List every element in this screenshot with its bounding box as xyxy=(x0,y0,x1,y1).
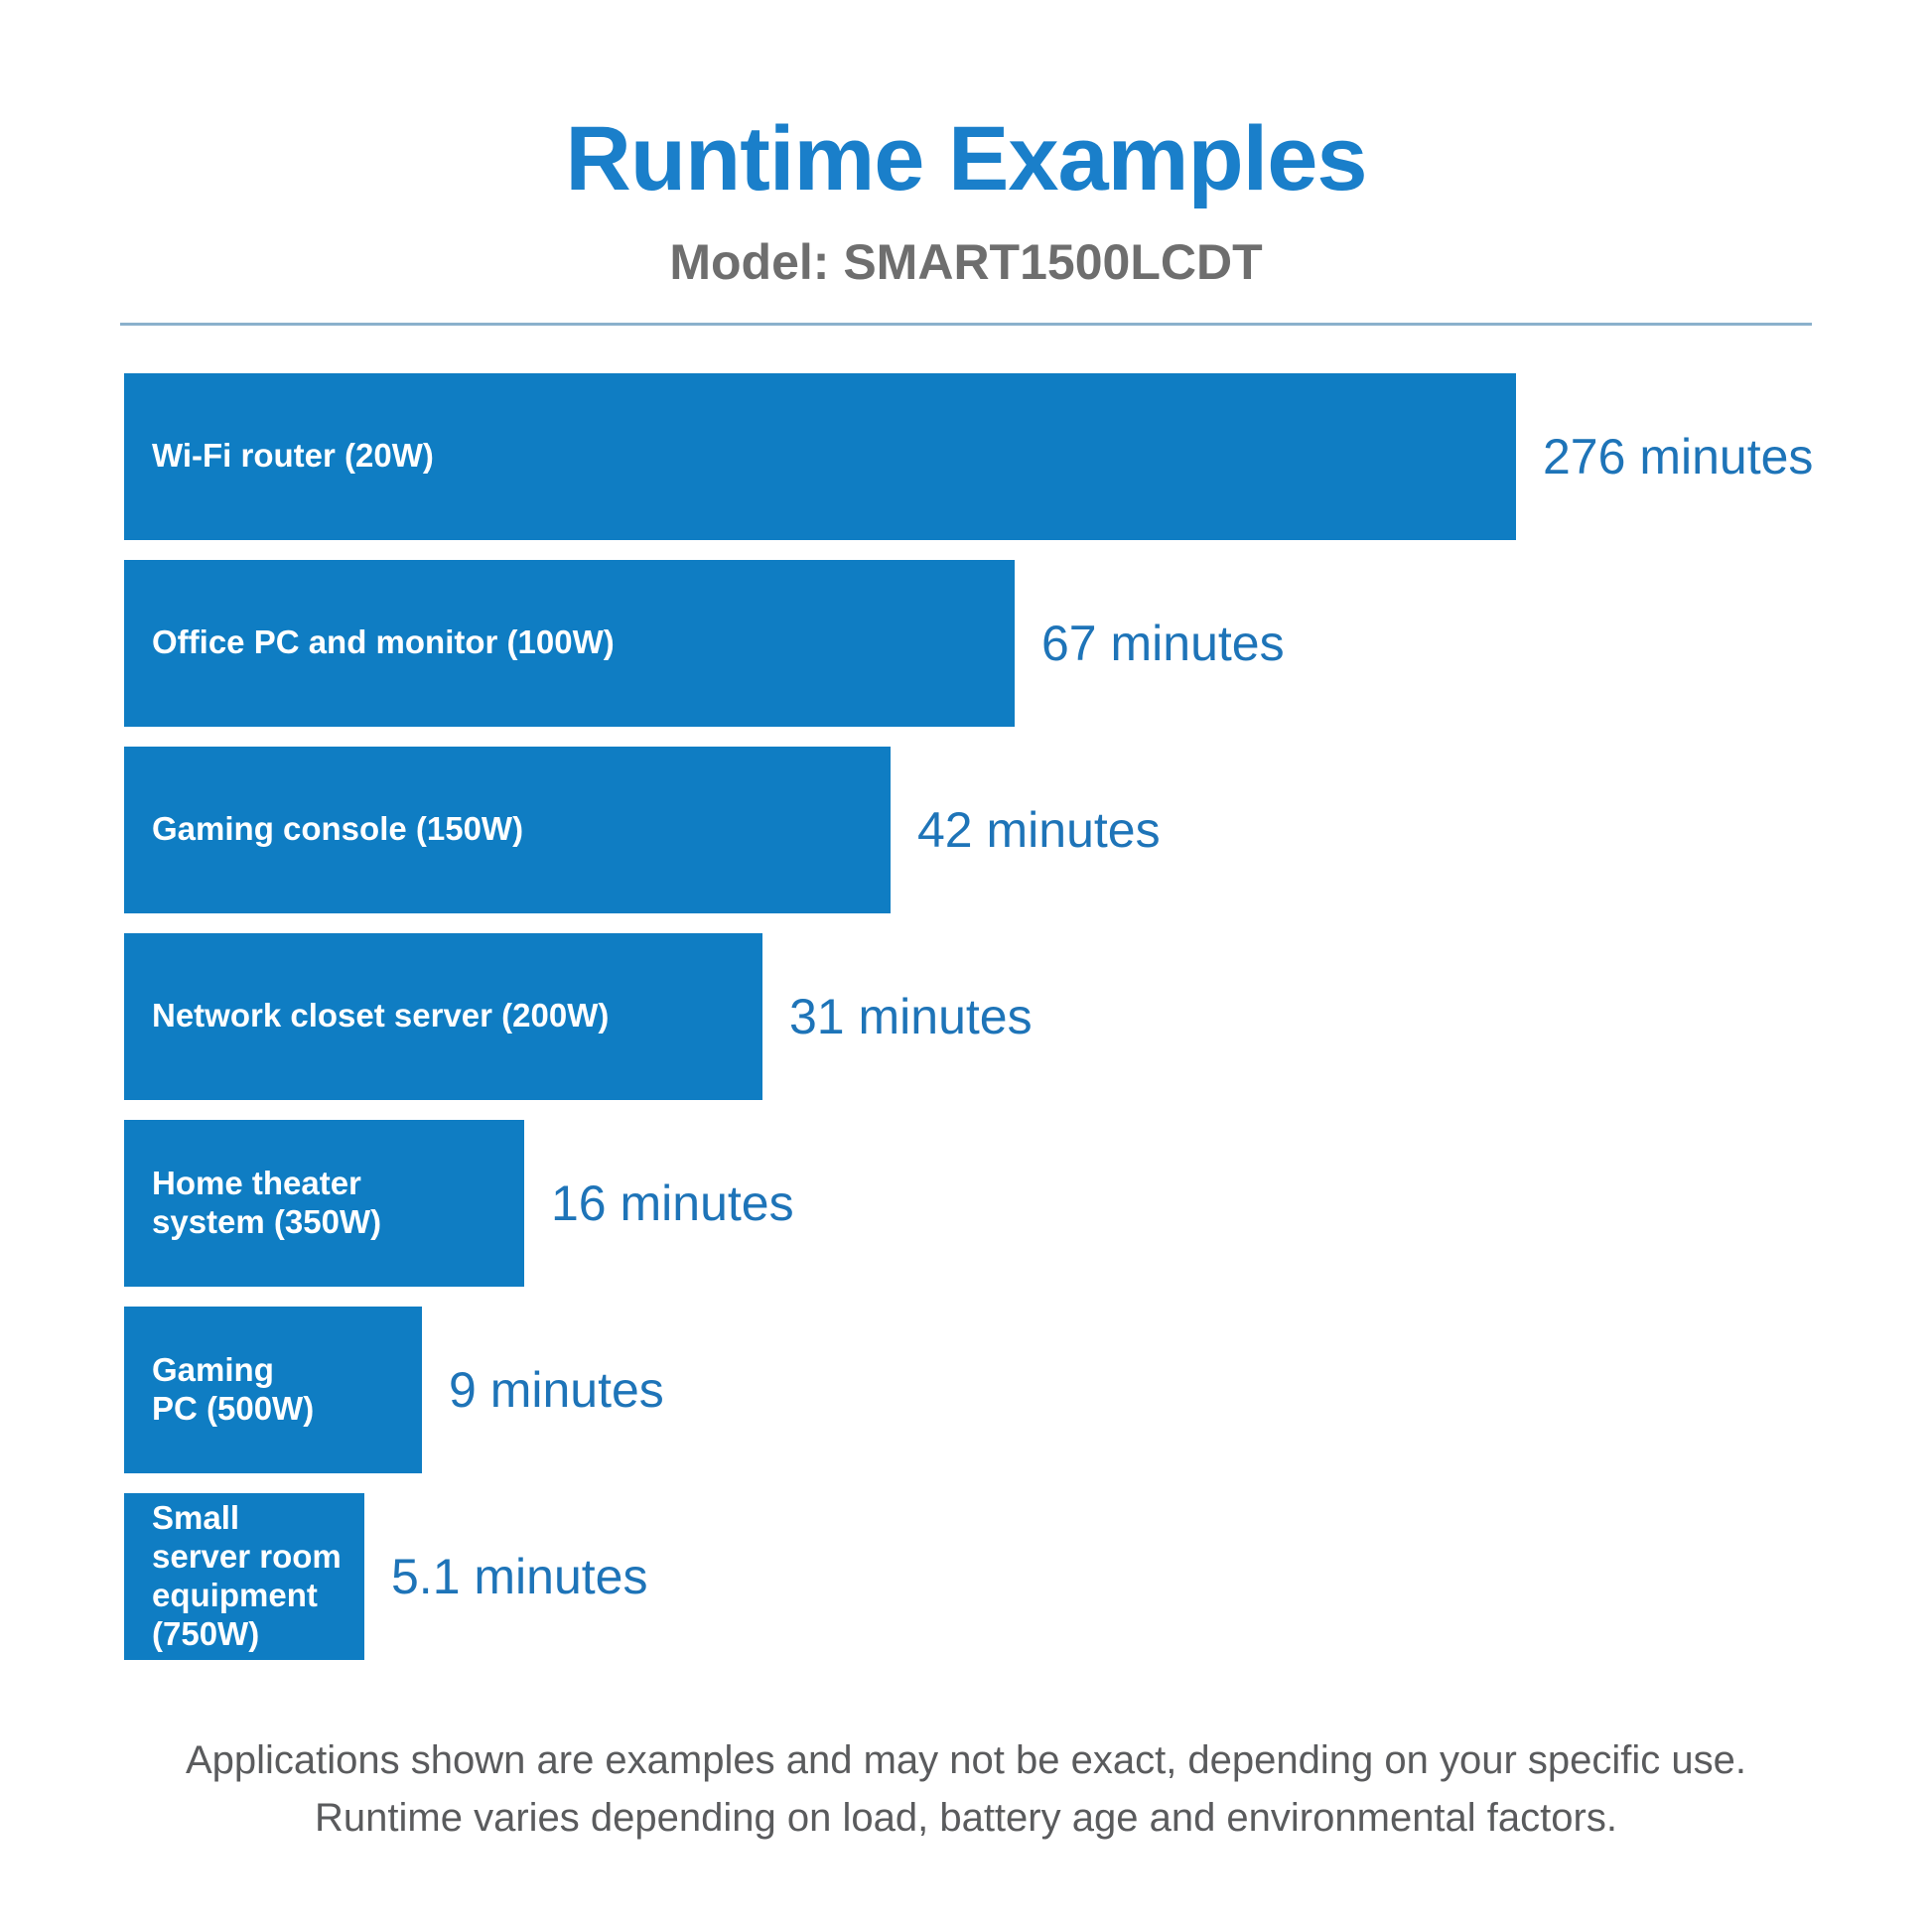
runtime-value: 276 minutes xyxy=(1543,428,1814,484)
device-label: Home theater system (350W) xyxy=(152,1164,382,1240)
device-label: Small server room equipment (750W) xyxy=(152,1498,342,1652)
device-label: Gaming console (150W) xyxy=(152,810,524,848)
model-subtitle: Model: SMART1500LCDT xyxy=(669,233,1263,290)
disclaimer-note: Applications shown are examples and may … xyxy=(185,1737,1747,1840)
bar-row: Network closet server (200W) 31 minutes xyxy=(124,932,1932,1100)
runtime-value: 16 minutes xyxy=(551,1174,794,1231)
runtime-value: 9 minutes xyxy=(449,1361,664,1418)
page-title: Runtime Examples xyxy=(565,108,1367,209)
runtime-bar: Office PC and monitor (100W) xyxy=(124,559,1015,727)
runtime-bar: Gaming console (150W) xyxy=(124,746,891,913)
bar-row: Wi-Fi router (20W) 276 minutes xyxy=(124,372,1932,540)
runtime-bar: Network closet server (200W) xyxy=(124,932,762,1100)
bar-row: Small server room equipment (750W) 5.1 m… xyxy=(124,1492,1932,1660)
bar-row: Home theater system (350W) 16 minutes xyxy=(124,1119,1932,1287)
device-label: Gaming PC (500W) xyxy=(152,1350,315,1427)
device-label: Wi-Fi router (20W) xyxy=(152,437,434,475)
bar-row: Office PC and monitor (100W) 67 minutes xyxy=(124,559,1932,727)
runtime-bar: Home theater system (350W) xyxy=(124,1119,524,1287)
device-label: Network closet server (200W) xyxy=(152,997,610,1035)
runtime-bar: Wi-Fi router (20W) xyxy=(124,372,1516,540)
runtime-bar: Small server room equipment (750W) xyxy=(124,1492,364,1660)
device-label: Office PC and monitor (100W) xyxy=(152,623,615,661)
bar-row: Gaming PC (500W) 9 minutes xyxy=(124,1306,1932,1473)
runtime-bar-chart: Wi-Fi router (20W) 276 minutes Office PC… xyxy=(0,372,1932,1660)
runtime-value: 42 minutes xyxy=(917,801,1161,858)
runtime-bar: Gaming PC (500W) xyxy=(124,1306,422,1473)
runtime-value: 31 minutes xyxy=(789,988,1033,1044)
runtime-value: 67 minutes xyxy=(1041,615,1285,671)
runtime-value: 5.1 minutes xyxy=(391,1548,648,1604)
bar-row: Gaming console (150W) 42 minutes xyxy=(124,746,1932,913)
header-divider xyxy=(120,322,1812,326)
